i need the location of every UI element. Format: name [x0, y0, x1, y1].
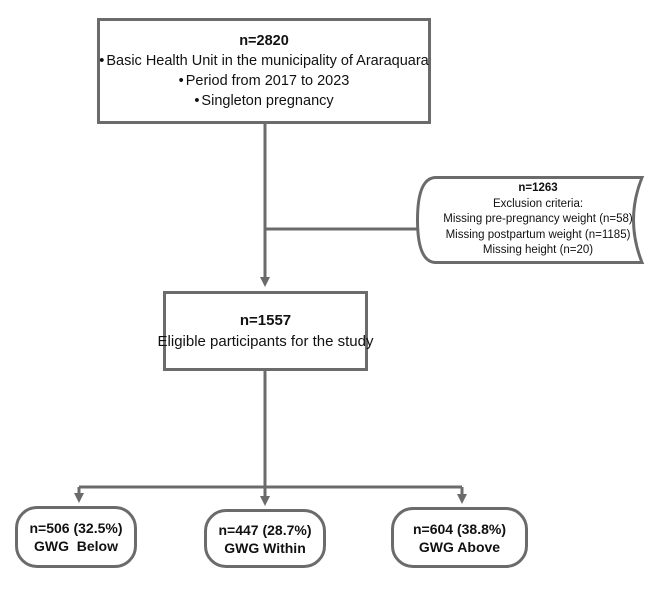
outcome-box-within: n=447 (28.7%) GWG Within	[204, 509, 326, 568]
exclusion-count: n=1263	[518, 182, 558, 195]
eligible-box: n=1557 Eligible participants for the stu…	[158, 291, 373, 371]
outcome-within-count: n=447 (28.7%)	[218, 521, 312, 538]
outcome-box-below: n=506 (32.5%) GWG Below	[15, 506, 137, 568]
outcome-within-label: GWG Within	[224, 539, 306, 556]
exclusion-item-postpartum-weight: Missing postpartum weight (n=1185)	[445, 228, 631, 241]
criterion-singleton: Singleton pregnancy	[194, 91, 333, 111]
outcome-below-count: n=506 (32.5%)	[29, 520, 123, 536]
outcome-below-label: GWG Below	[34, 538, 118, 554]
outcome-box-above: n=604 (38.8%) GWG Above	[391, 507, 528, 568]
top-box-count: n=2820	[239, 33, 289, 49]
outcome-above-label: GWG Above	[418, 538, 501, 555]
eligible-label: Eligible participants for the study	[157, 333, 374, 350]
exclusion-box: n=1263 Exclusion criteria: Missing pre-p…	[416, 176, 652, 264]
exclusion-item-prepregnancy-weight: Missing pre-pregnancy weight (n=58)	[443, 213, 633, 226]
exclusion-title: Exclusion criteria:	[492, 197, 584, 210]
criterion-period: Period from 2017 to 2023	[179, 71, 350, 91]
exclusion-item-height: Missing height (n=20)	[482, 244, 594, 257]
source-population-box: n=2820 Basic Health Unit in the municipa…	[97, 18, 431, 124]
exclusion-box-shape	[416, 176, 645, 264]
eligible-count: n=1557	[239, 312, 292, 329]
outcome-above-count: n=604 (38.8%)	[413, 520, 506, 537]
criterion-health-unit: Basic Health Unit in the municipality of…	[99, 51, 428, 71]
